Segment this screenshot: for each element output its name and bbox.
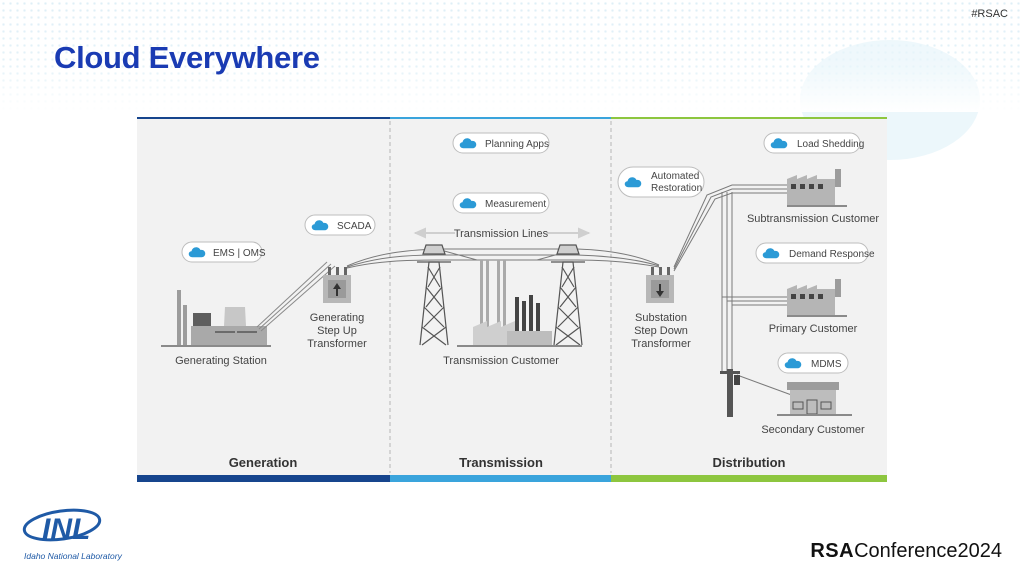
transmission-line-wires — [346, 248, 660, 269]
generation-bottom-bar — [137, 475, 390, 482]
gen-feed-line — [258, 263, 332, 330]
primary-customer-label: Primary Customer — [769, 323, 858, 335]
cloud-tag-automated-restoration: Automated Restoration — [617, 166, 705, 198]
gsut-label-line3: Transformer — [307, 338, 367, 350]
gen-feed-line — [256, 261, 328, 328]
gen-feed-line — [260, 265, 336, 332]
inl-logo-text: INL — [42, 513, 90, 546]
cloud-tag-measurement: Measurement — [452, 192, 550, 214]
section-heading-distribution: Distribution — [713, 455, 786, 470]
grid-diagram: EMS | OMS SCADA Planning Apps Measuremen… — [137, 117, 887, 482]
cloud-tag-load-shedding: Load Shedding — [763, 132, 864, 154]
mdms-label: MDMS — [811, 359, 842, 370]
cloud-tag-ems-oms: EMS | OMS — [181, 241, 266, 263]
ssdt-label-line3: Transformer — [631, 338, 691, 350]
inl-logo-swoosh — [22, 508, 102, 542]
secondary-customer-icon — [777, 382, 852, 416]
cloud-tag-demand-response: Demand Response — [755, 242, 875, 264]
transmission-tower-icon — [551, 244, 585, 346]
step-down-transformer-icon — [646, 267, 674, 303]
subtransmission-customer-icon — [787, 169, 847, 207]
rsa-brand: RSA — [810, 540, 855, 562]
hashtag-label: #RSAC — [971, 8, 1008, 20]
rsa-conference-logo: RSAConference2024 — [810, 540, 1002, 563]
distribution-bottom-bar — [611, 475, 887, 482]
rsa-conference-word: Conference — [854, 540, 958, 562]
section-heading-generation: Generation — [229, 455, 298, 470]
load-shedding-label: Load Shedding — [797, 139, 864, 150]
scada-label: SCADA — [337, 221, 372, 232]
gsut-label-line2: Step Up — [317, 325, 357, 337]
transmission-lines-label: Transmission Lines — [454, 228, 549, 240]
ssdt-label-line1: Substation — [635, 312, 687, 324]
diagram-background — [137, 117, 887, 482]
transmission-customer-label: Transmission Customer — [443, 355, 559, 367]
distribution-top-bar — [611, 117, 887, 119]
demand-response-label: Demand Response — [789, 249, 875, 260]
subtransmission-customer-label: Subtransmission Customer — [747, 213, 879, 225]
gsut-label-line1: Generating — [310, 312, 364, 324]
transmission-tower-icon — [417, 244, 451, 346]
utility-pole-icon — [720, 369, 740, 417]
header-fade — [0, 0, 1024, 112]
secondary-customer-label: Secondary Customer — [761, 424, 865, 436]
section-heading-transmission: Transmission — [459, 455, 543, 470]
transmission-customer-icon — [457, 260, 582, 347]
generation-top-bar — [137, 117, 390, 119]
step-up-transformer-icon — [323, 267, 351, 303]
primary-customer-icon — [787, 279, 847, 317]
distribution-wires — [673, 184, 798, 398]
ems-oms-label: EMS | OMS — [213, 248, 266, 259]
transmission-top-bar — [390, 117, 611, 119]
restoration-label: Restoration — [651, 183, 702, 194]
cloud-tag-scada: SCADA — [304, 214, 376, 236]
generating-station-icon — [161, 290, 271, 347]
inl-logo: INL Idaho National Laboratory — [22, 505, 132, 572]
inl-name: Idaho National Laboratory — [24, 551, 123, 561]
measurement-label: Measurement — [485, 199, 546, 210]
rsa-year: 2024 — [957, 540, 1003, 562]
generating-station-label: Generating Station — [175, 355, 267, 367]
cloud-tag-mdms: MDMS — [777, 352, 849, 374]
cloud-tag-planning-apps: Planning Apps — [452, 132, 550, 154]
automated-label: Automated — [651, 171, 699, 182]
slide-title: Cloud Everywhere — [54, 40, 320, 75]
planning-apps-label: Planning Apps — [485, 139, 549, 150]
ssdt-label-line2: Step Down — [634, 325, 688, 337]
transmission-bottom-bar — [390, 475, 611, 482]
